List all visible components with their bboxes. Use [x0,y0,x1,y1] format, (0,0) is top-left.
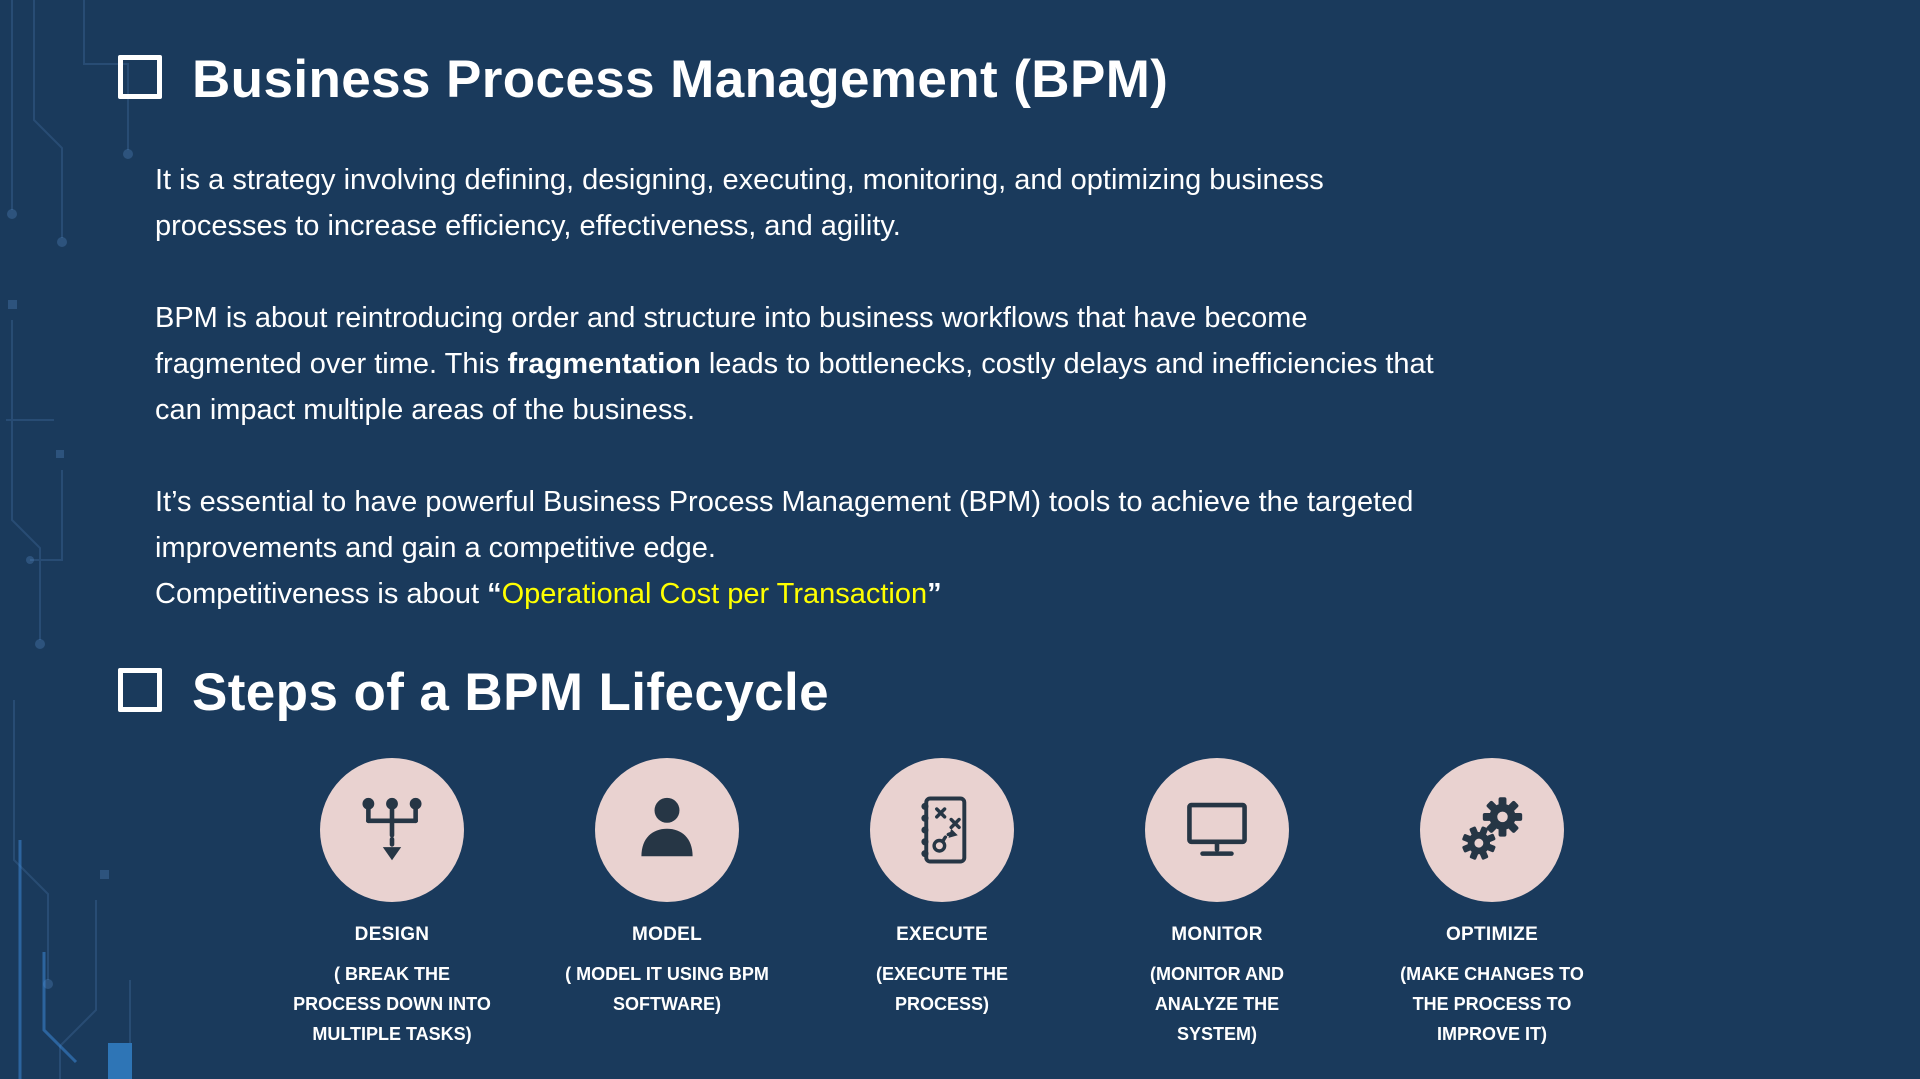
step-label: DESIGN [354,923,430,945]
lifecycle-step-design: DESIGN ( BREAK THE PROCESS DOWN INTO MUL… [272,757,512,1049]
paragraph-fragmentation: BPM is about reintroducing order and str… [155,295,1435,433]
strategy-icon [921,796,967,864]
fragmentation-bold-word: fragmentation [507,347,701,380]
lifecycle-step-execute: EXECUTE (EXECUTE THE PROCESS) [822,757,1062,1049]
monitor-icon [1187,802,1247,856]
step-caption: (MAKE CHANGES TO THE PROCESS TO IMPROVE … [1400,963,1584,1044]
paragraph-definition: It is a strategy involving defining, des… [155,163,1324,242]
open-quote: “ [487,577,502,610]
step-label: OPTIMIZE [1445,923,1539,945]
section-title-lifecycle: Steps of a BPM Lifecycle [118,663,1920,724]
step-caption: (EXECUTE THE PROCESS) [875,963,1008,1014]
model-circle [595,757,739,902]
paragraph-tools-line1: It’s essential to have powerful Business… [155,485,1414,564]
step-label: EXECUTE [896,923,988,945]
step-caption: ( BREAK THE PROCESS DOWN INTO MULTIPLE T… [293,963,491,1044]
corner-accent-square [108,1043,132,1079]
step-caption: (MONITOR AND ANALYZE THE SYSTEM) [1150,963,1284,1044]
step-label: MODEL [631,923,703,945]
body-text: It is a strategy involving defining, des… [155,157,1435,617]
paragraph-tools: It’s essential to have powerful Business… [155,479,1435,617]
person-icon [641,797,693,857]
operational-cost-highlight: Operational Cost per Transaction [501,577,928,610]
monitor-circle [1145,757,1289,902]
paragraph-fragmentation-pre: BPM is about reintroducing order and str… [155,301,1308,380]
lifecycle-step-model: MODEL ( MODEL IT USING BPM SOFTWARE) [547,757,787,1049]
section-title-bpm: Business Process Management (BPM) [118,50,1920,111]
step-label: MONITOR [1171,923,1263,945]
gears-icon [1462,797,1523,860]
optimize-circle [1420,757,1564,902]
lifecycle-step-monitor: MONITOR (MONITOR AND ANALYZE THE SYSTEM) [1097,757,1337,1049]
lifecycle-steps: DESIGN ( BREAK THE PROCESS DOWN INTO MUL… [0,757,1920,1049]
lifecycle-step-optimize: OPTIMIZE (MAKE CHANGES TO THE PROCESS TO… [1372,757,1612,1049]
square-bullet-icon [118,668,162,713]
execute-circle [870,757,1014,902]
lifecycle-title: Steps of a BPM Lifecycle [192,662,829,722]
close-quote: ” [927,577,942,610]
paragraph-fragmentation-post: leads to bottlenecks, costly delays and … [155,347,1434,426]
step-caption: ( MODEL IT USING BPM SOFTWARE) [565,963,769,1014]
workflow-icon [362,797,422,861]
design-circle [320,757,464,902]
competitiveness-lead: Competitiveness is about [155,577,488,610]
page-title: Business Process Management (BPM) [192,50,1169,109]
square-bullet-icon [118,55,162,100]
